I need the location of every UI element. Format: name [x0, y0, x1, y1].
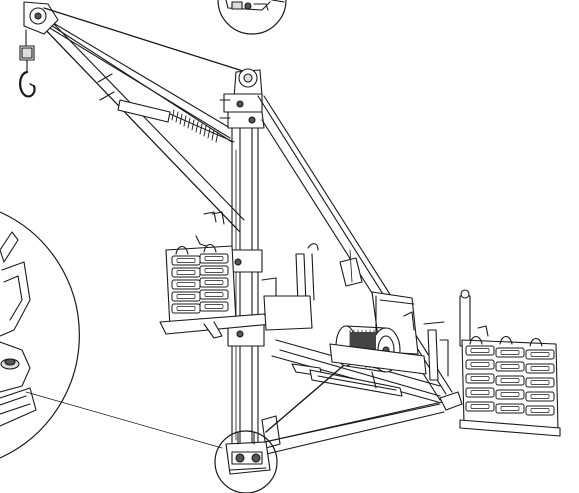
mast: [211, 68, 281, 449]
hoist-cable: [43, 7, 247, 73]
winch: [317, 291, 427, 391]
jib-boom: [23, 1, 245, 233]
left-magnified-detail: [0, 211, 80, 459]
hook-block: [19, 29, 36, 98]
base-pivot-detail: [214, 430, 278, 493]
counterweight-left: [159, 235, 277, 339]
base-frame: [245, 243, 471, 457]
top-mast-clamp-detail: [217, 0, 287, 35]
counterweight-right: [459, 325, 561, 437]
detail-leader-line: [25, 391, 223, 449]
